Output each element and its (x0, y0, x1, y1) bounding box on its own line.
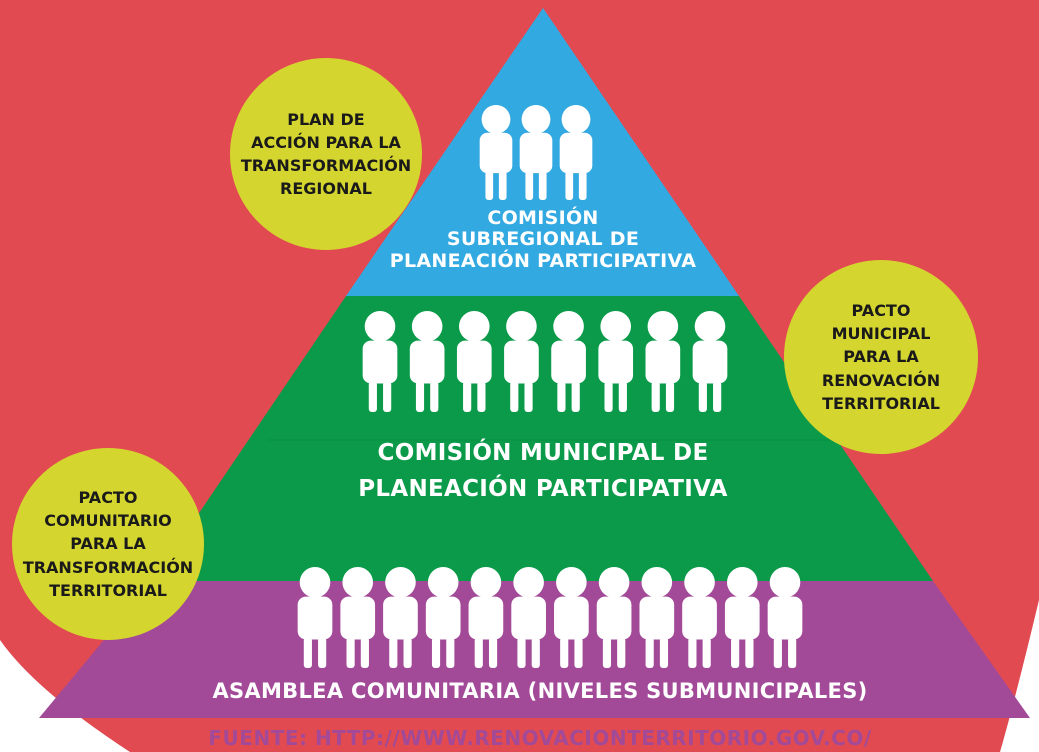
circle-plan-accion-text: PLAN DE ACCIÓN PARA LA TRANSFORMACIÓN RE… (240, 109, 412, 199)
circle-pacto-municipal-text: PACTO MUNICIPAL PARA LA RENOVACIÓN TERRI… (821, 301, 941, 413)
person-figure-bottom (724, 567, 760, 668)
person-figure-top (479, 104, 513, 200)
person-figure-bottom (596, 567, 632, 668)
person-figure-bottom (425, 567, 461, 668)
tier-bottom-label-line: ASAMBLEA COMUNITARIA (NIVELES SUBMUNICIP… (212, 679, 868, 703)
person-figure-bottom (639, 567, 675, 668)
tier-top-label-line: SUBREGIONAL DE (446, 228, 640, 251)
person-figure-middle (362, 311, 398, 412)
tier-top-label: COMISIÓN SUBREGIONAL DE PLANEACIÓN PARTI… (380, 207, 706, 272)
person-figure-middle (645, 311, 681, 412)
person-figure-bottom (511, 567, 546, 668)
circle-pacto-comunitario-text: PACTO COMUNITARIO PARA LA TRANSFORMACIÓN… (22, 488, 194, 600)
figure-group-bottom (297, 567, 803, 668)
person-figure-bottom (554, 567, 589, 668)
person-figure-middle (409, 311, 445, 412)
figure-group-middle (362, 311, 728, 412)
circle-plan-accion: PLAN DE ACCIÓN PARA LA TRANSFORMACIÓN RE… (230, 58, 422, 250)
tier-top-label-line: COMISIÓN (487, 207, 599, 229)
person-figure-top (559, 104, 593, 200)
person-figure-middle (551, 311, 586, 412)
source-citation: FUENTE: HTTP://WWW.RENOVACIONTERRITORIO.… (208, 726, 872, 750)
person-figure-bottom (340, 567, 376, 668)
person-figure-middle (598, 311, 634, 412)
person-figure-bottom (383, 567, 418, 668)
tier-bottom-label: ASAMBLEA COMUNITARIA (NIVELES SUBMUNICIP… (180, 679, 900, 704)
pyramid-tier-middle (153, 296, 933, 581)
tier-middle-label-line: PLANEACIÓN PARTICIPATIVA (358, 475, 728, 502)
person-figure-middle (504, 311, 539, 412)
person-figure-top (519, 104, 553, 200)
person-figure-middle (692, 311, 728, 412)
person-figure-bottom (682, 567, 717, 668)
tier-middle-label: COMISIÓN MUNICIPAL DE PLANEACIÓN PARTICI… (350, 436, 736, 507)
person-figure-bottom (297, 567, 333, 668)
tier-middle-label-line: COMISIÓN MUNICIPAL DE (377, 440, 709, 466)
person-figure-bottom (468, 567, 504, 668)
person-figure-bottom (767, 567, 803, 668)
circle-pacto-municipal: PACTO MUNICIPAL PARA LA RENOVACIÓN TERRI… (784, 260, 978, 454)
figure-group-top (479, 104, 593, 200)
person-figure-middle (456, 311, 492, 412)
tier-top-label-line: PLANEACIÓN PARTICIPATIVA (389, 249, 697, 272)
circle-pacto-comunitario: PACTO COMUNITARIO PARA LA TRANSFORMACIÓN… (12, 448, 204, 640)
